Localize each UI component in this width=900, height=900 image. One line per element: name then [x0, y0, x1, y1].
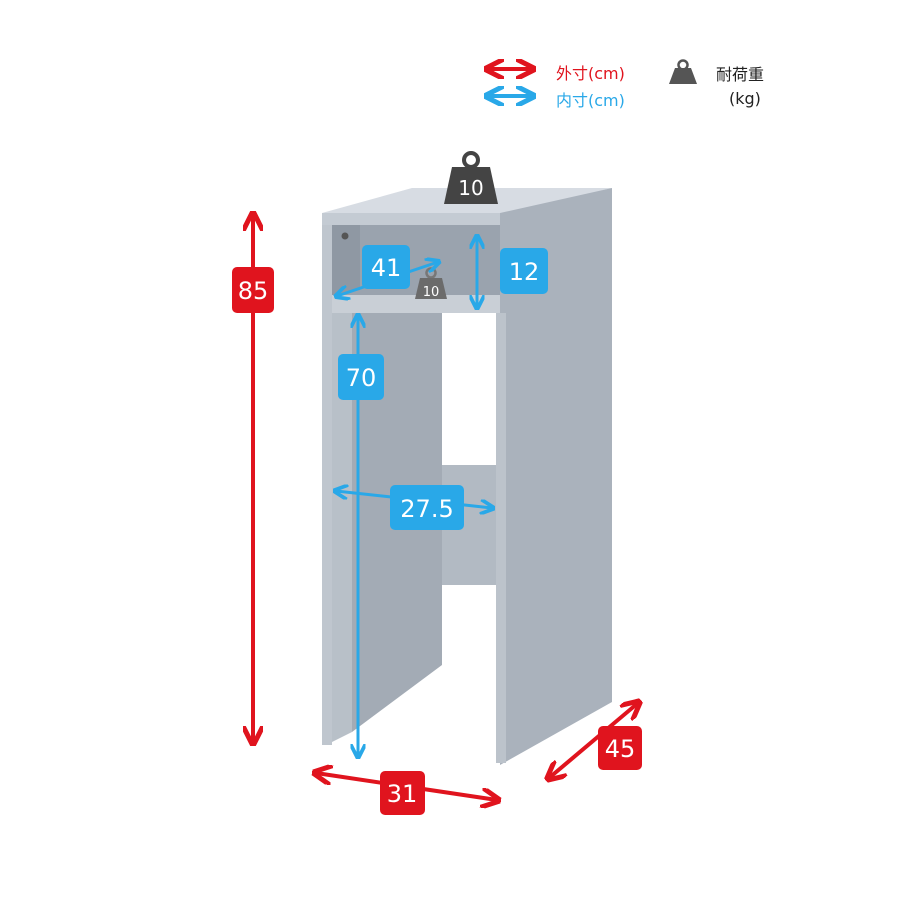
outer-depth-arrow	[549, 703, 638, 778]
outer-depth-value: 45	[605, 735, 636, 763]
top-load-value: 10	[458, 176, 483, 200]
outer-height-badge	[232, 267, 274, 313]
inner-lower-height-value: 70	[346, 364, 377, 392]
shelf-load-value: 10	[423, 285, 440, 300]
inner-lower-height-badge	[338, 354, 384, 400]
outer-depth-badge	[598, 726, 642, 770]
outer-height-value: 85	[238, 277, 269, 305]
inner-shelf-width-value: 41	[371, 254, 402, 282]
legend-load-unit: (kg)	[729, 89, 761, 108]
legend-inner-label: 内寸(cm)	[556, 91, 625, 110]
legend-load-label: 耐荷重	[716, 65, 765, 84]
inner-shelf-height-badge	[500, 248, 548, 294]
outer-width-value: 31	[387, 780, 418, 808]
inner-shelf-width-badge	[362, 245, 410, 289]
inner-lower-width-value: 27.5	[400, 495, 453, 523]
top-load-weight-icon	[444, 151, 498, 204]
inner-lower-width-badge	[390, 485, 464, 530]
legend-outer-label: 外寸(cm)	[556, 64, 625, 83]
weight-icon	[669, 59, 697, 84]
shelf-side-panel	[500, 188, 612, 765]
outer-width-badge	[380, 771, 425, 815]
inner-shelf-height-value: 12	[509, 258, 540, 286]
